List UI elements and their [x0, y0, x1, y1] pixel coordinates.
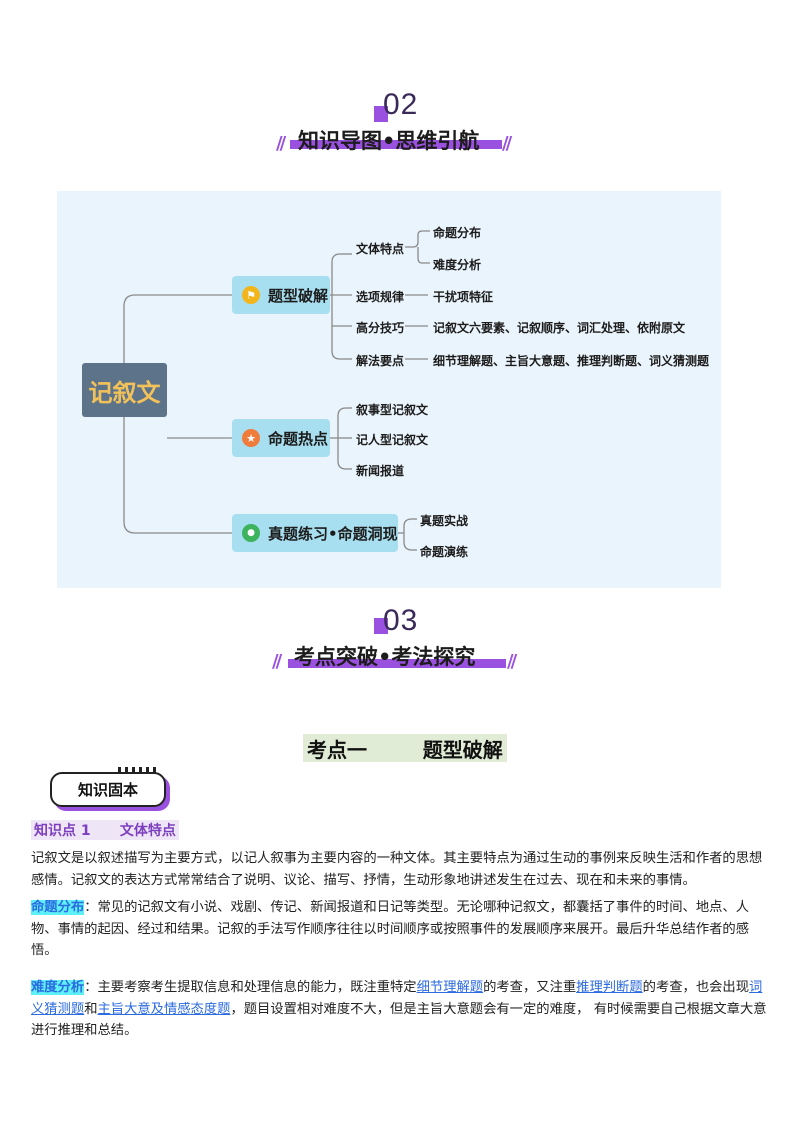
hub-practice: ● 真题练习•命题洞现 [232, 514, 398, 552]
section-number-marker [374, 106, 388, 122]
leaf-hot-2: 记人型记叙文 [356, 433, 429, 447]
link-inference[interactable]: 推理判断题 [576, 980, 643, 995]
flag-icon: ⚑ [242, 286, 260, 304]
paragraph-distribution: 命题分布：常见的记叙文有小说、戏剧、传记、新闻报道和日记等类型。无论哪种记叙文，… [31, 897, 773, 962]
paragraph-text: ：主要考察考生提取信息和处理信息的能力，既注重特定 [84, 980, 417, 995]
hub-label: 题型破解 [268, 286, 329, 305]
branch-wenti: 文体特点 [356, 242, 405, 256]
hub-label: 真题练习•命题洞现 [268, 524, 398, 543]
leaf-practice-1: 真题实战 [420, 514, 469, 528]
knowledge-point-title: 知识点 1 文体特点 [31, 820, 179, 840]
leaf-hot-3: 新闻报道 [356, 464, 405, 478]
branch-jiefa: 解法要点 [356, 354, 405, 368]
title-underline [290, 140, 502, 149]
decor-slash-left: // [272, 651, 282, 672]
decor-slash-left: // [276, 133, 286, 154]
section-number: 03 [383, 604, 419, 637]
link-vocab[interactable]: 词义猜测题 [31, 980, 763, 1017]
link-detail[interactable]: 细节理解题 [416, 980, 484, 995]
topic-title: 考点一 题型破解 [303, 734, 507, 762]
knowledge-badge: 知识固本 [50, 772, 166, 807]
lock-icon: ● [242, 524, 260, 542]
mindmap-root: 记叙文 [82, 363, 167, 417]
leaf-nandu: 难度分析 [433, 258, 482, 272]
leaf-jiefa: 细节理解题、主旨大意题、推理判断题、词义猜测题 [433, 354, 710, 368]
paragraph-text: 和 [84, 1001, 98, 1017]
paragraph-text: 的考查，也会出现 [642, 980, 750, 995]
paragraph-text: ，题目设置相对难度不大，但是主旨大意题会有一定的难度， 有时候需要自己根据文章大… [31, 1001, 767, 1039]
paragraph-text: 记叙文是以叙述描写为主要方式，以记人叙事为主要内容的一种文体。其主要特点为通过生… [31, 851, 763, 888]
section-title: 知识导图•思维引航 [298, 129, 480, 153]
decor-slash-right: // [507, 651, 517, 672]
branch-gaofen: 高分技巧 [356, 321, 405, 335]
section-number: 02 [383, 88, 419, 121]
leaf-practice-2: 命题演练 [420, 545, 469, 559]
difficulty-tag: 难度分析 [31, 980, 85, 995]
section-title: 考点突破•考法探究 [294, 645, 476, 669]
leaf-hot-1: 叙事型记叙文 [356, 403, 429, 417]
paragraph-text: 的考查，又注重 [483, 980, 577, 995]
star-icon: ★ [242, 429, 260, 447]
branch-xuanxiang: 选项规律 [356, 290, 405, 304]
decor-slash-right: // [502, 133, 512, 154]
distribution-tag: 命题分布 [31, 900, 85, 915]
leaf-mingti: 命题分布 [433, 226, 482, 240]
leaf-gaofen: 记叙文六要素、记叙顺序、词汇处理、依附原文 [433, 321, 686, 335]
paragraph-difficulty: 难度分析：主要考察考生提取信息和处理信息的能力，既注重特定细节理解题的考查，又注… [31, 977, 773, 1042]
leaf-ganrao: 干扰项特征 [433, 290, 494, 304]
section-number-marker [374, 618, 388, 634]
paragraph-text: ：常见的记叙文有小说、戏剧、传记、新闻报道和日记等类型。无论哪种记叙文，都囊括了… [31, 900, 750, 958]
link-main-idea[interactable]: 主旨大意及情感态度题 [97, 1001, 231, 1017]
badge-binding [118, 767, 158, 773]
hub-hot-topics: ★ 命题热点 [232, 419, 330, 457]
hub-label: 命题热点 [268, 429, 329, 448]
hub-question-types: ⚑ 题型破解 [232, 276, 330, 314]
title-underline [288, 659, 506, 668]
paragraph-intro: 记叙文是以叙述描写为主要方式，以记人叙事为主要内容的一种文体。其主要特点为通过生… [31, 848, 773, 891]
